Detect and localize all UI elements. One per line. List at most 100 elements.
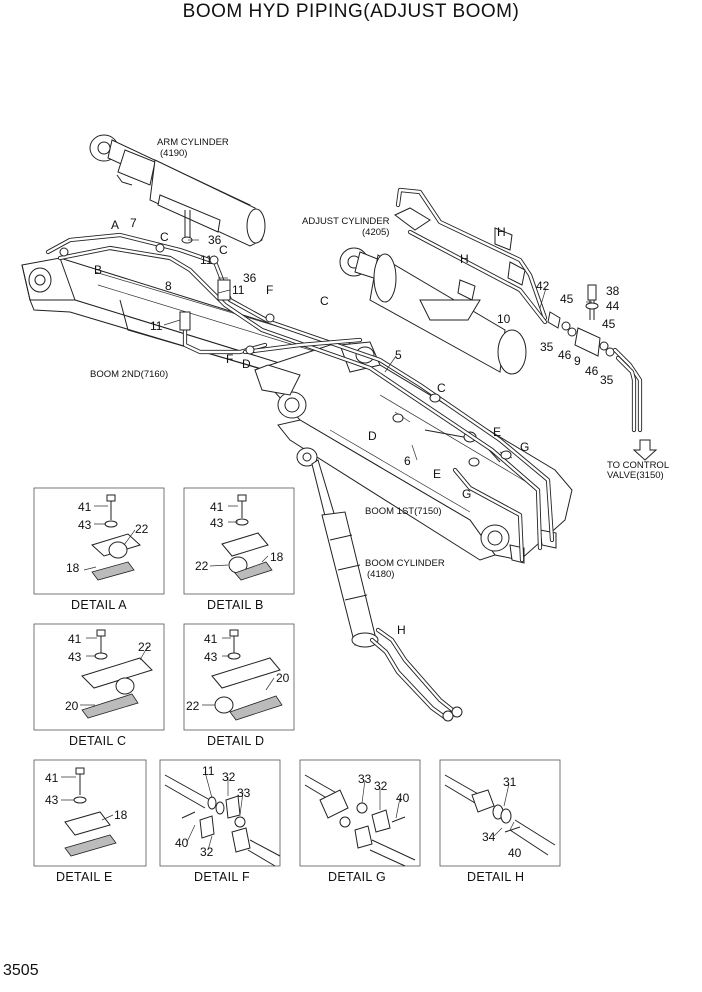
detail-d-caption: DETAIL D (207, 734, 264, 748)
detail-f-11: 11 (202, 764, 215, 778)
callout-35-1: 35 (540, 340, 554, 354)
arm-cylinder-number: (4190) (160, 148, 187, 159)
detail-e-caption: DETAIL E (56, 870, 113, 884)
detail-a-22: 22 (135, 522, 149, 536)
callout-d-2: D (368, 429, 377, 443)
detail-b-41: 41 (210, 500, 224, 514)
detail-b-43: 43 (210, 516, 224, 530)
detail-h-drawing (439, 759, 561, 867)
detail-g-40: 40 (396, 791, 410, 805)
callout-36-1: 36 (208, 233, 222, 247)
callout-42: 42 (536, 279, 550, 293)
adjust-cylinder-label: ADJUST CYLINDER (302, 216, 390, 227)
detail-e-drawing (33, 759, 147, 867)
detail-e-43: 43 (45, 793, 59, 807)
adjust-cylinder-drawing (339, 187, 548, 375)
detail-a-caption: DETAIL A (71, 598, 127, 612)
detail-d-20: 20 (276, 671, 290, 685)
detail-f-caption: DETAIL F (194, 870, 250, 884)
detail-b-drawing (183, 487, 295, 595)
detail-g-33: 33 (358, 772, 372, 786)
callout-e-1: E (493, 425, 501, 439)
boom-hose-lines (45, 232, 555, 563)
callout-d-1: D (242, 357, 251, 371)
callout-9: 9 (574, 354, 581, 368)
to-control-label: TO CONTROL (607, 460, 669, 471)
detail-f-drawing (159, 759, 281, 867)
callout-45-1: 45 (560, 292, 574, 306)
detail-c-caption: DETAIL C (69, 734, 126, 748)
callout-11-3: 11 (150, 319, 163, 333)
detail-h-34: 34 (482, 830, 496, 844)
detail-d-22: 22 (186, 699, 200, 713)
detail-f-40: 40 (175, 836, 189, 850)
detail-c-41: 41 (68, 632, 82, 646)
callout-c-3: C (320, 294, 329, 308)
callout-h-3: H (397, 623, 406, 637)
page-number: 3505 (3, 962, 39, 979)
callout-c-1: C (160, 230, 169, 244)
control-valve-fittings (547, 284, 658, 461)
detail-f-32-2: 32 (200, 845, 214, 859)
callout-8: 8 (165, 279, 172, 293)
callout-h-2: H (460, 252, 469, 266)
callout-5: 5 (395, 348, 402, 362)
callout-c-4: C (437, 381, 446, 395)
detail-h-40: 40 (508, 846, 522, 860)
callout-11-1: 11 (200, 253, 213, 267)
valve-label: VALVE(3150) (607, 470, 664, 481)
callout-38: 38 (606, 284, 620, 298)
callout-45-2: 45 (602, 317, 616, 331)
callout-f-2: F (226, 352, 233, 366)
callout-c-2: C (219, 243, 228, 257)
callout-11-2: 11 (232, 283, 245, 297)
detail-b-18: 18 (270, 550, 284, 564)
callout-g-1: G (520, 440, 529, 454)
callout-35-2: 35 (600, 373, 614, 387)
callout-36-2: 36 (243, 271, 257, 285)
callout-b: B (94, 263, 102, 277)
callout-6: 6 (404, 454, 411, 468)
page-title: BOOM HYD PIPING(ADJUST BOOM) (182, 1, 520, 22)
detail-d-43: 43 (204, 650, 218, 664)
detail-c-43: 43 (68, 650, 82, 664)
detail-a-43: 43 (78, 518, 92, 532)
detail-e-18: 18 (114, 808, 128, 822)
callout-44: 44 (606, 299, 620, 313)
callout-7: 7 (130, 216, 137, 230)
detail-a-41: 41 (78, 500, 92, 514)
detail-d-41: 41 (204, 632, 218, 646)
callout-h-1: H (497, 225, 506, 239)
arm-cylinder-label: ARM CYLINDER (157, 137, 229, 148)
detail-h-caption: DETAIL H (467, 870, 524, 884)
callout-46-2: 46 (585, 364, 599, 378)
detail-c-drawing (33, 623, 165, 731)
callout-f-1: F (266, 283, 273, 297)
callout-a: A (111, 218, 119, 232)
detail-e-41: 41 (45, 771, 59, 785)
detail-d-drawing (183, 623, 295, 731)
leader-lines (61, 239, 592, 851)
boom-1st-label: BOOM 1ST(7150) (365, 506, 442, 517)
boom-cylinder-number: (4180) (367, 569, 394, 580)
detail-b-caption: DETAIL B (207, 598, 264, 612)
detail-h-31: 31 (503, 775, 517, 789)
callout-g-2: G (462, 487, 471, 501)
callout-e-2: E (433, 467, 441, 481)
boom-2nd-label: BOOM 2ND(7160) (90, 369, 168, 380)
callout-46-1: 46 (558, 348, 572, 362)
detail-g-32: 32 (374, 779, 388, 793)
detail-a-18: 18 (66, 561, 80, 575)
detail-g-drawing (299, 759, 421, 867)
adjust-cylinder-number: (4205) (362, 227, 389, 238)
detail-a-drawing (33, 487, 165, 595)
detail-g-caption: DETAIL G (328, 870, 386, 884)
boom-cylinder-label: BOOM CYLINDER (365, 558, 445, 569)
detail-c-22: 22 (138, 640, 152, 654)
detail-f-33: 33 (237, 786, 251, 800)
callout-10: 10 (497, 312, 511, 326)
detail-b-22: 22 (195, 559, 209, 573)
detail-f-32-1: 32 (222, 770, 236, 784)
detail-c-20: 20 (65, 699, 79, 713)
